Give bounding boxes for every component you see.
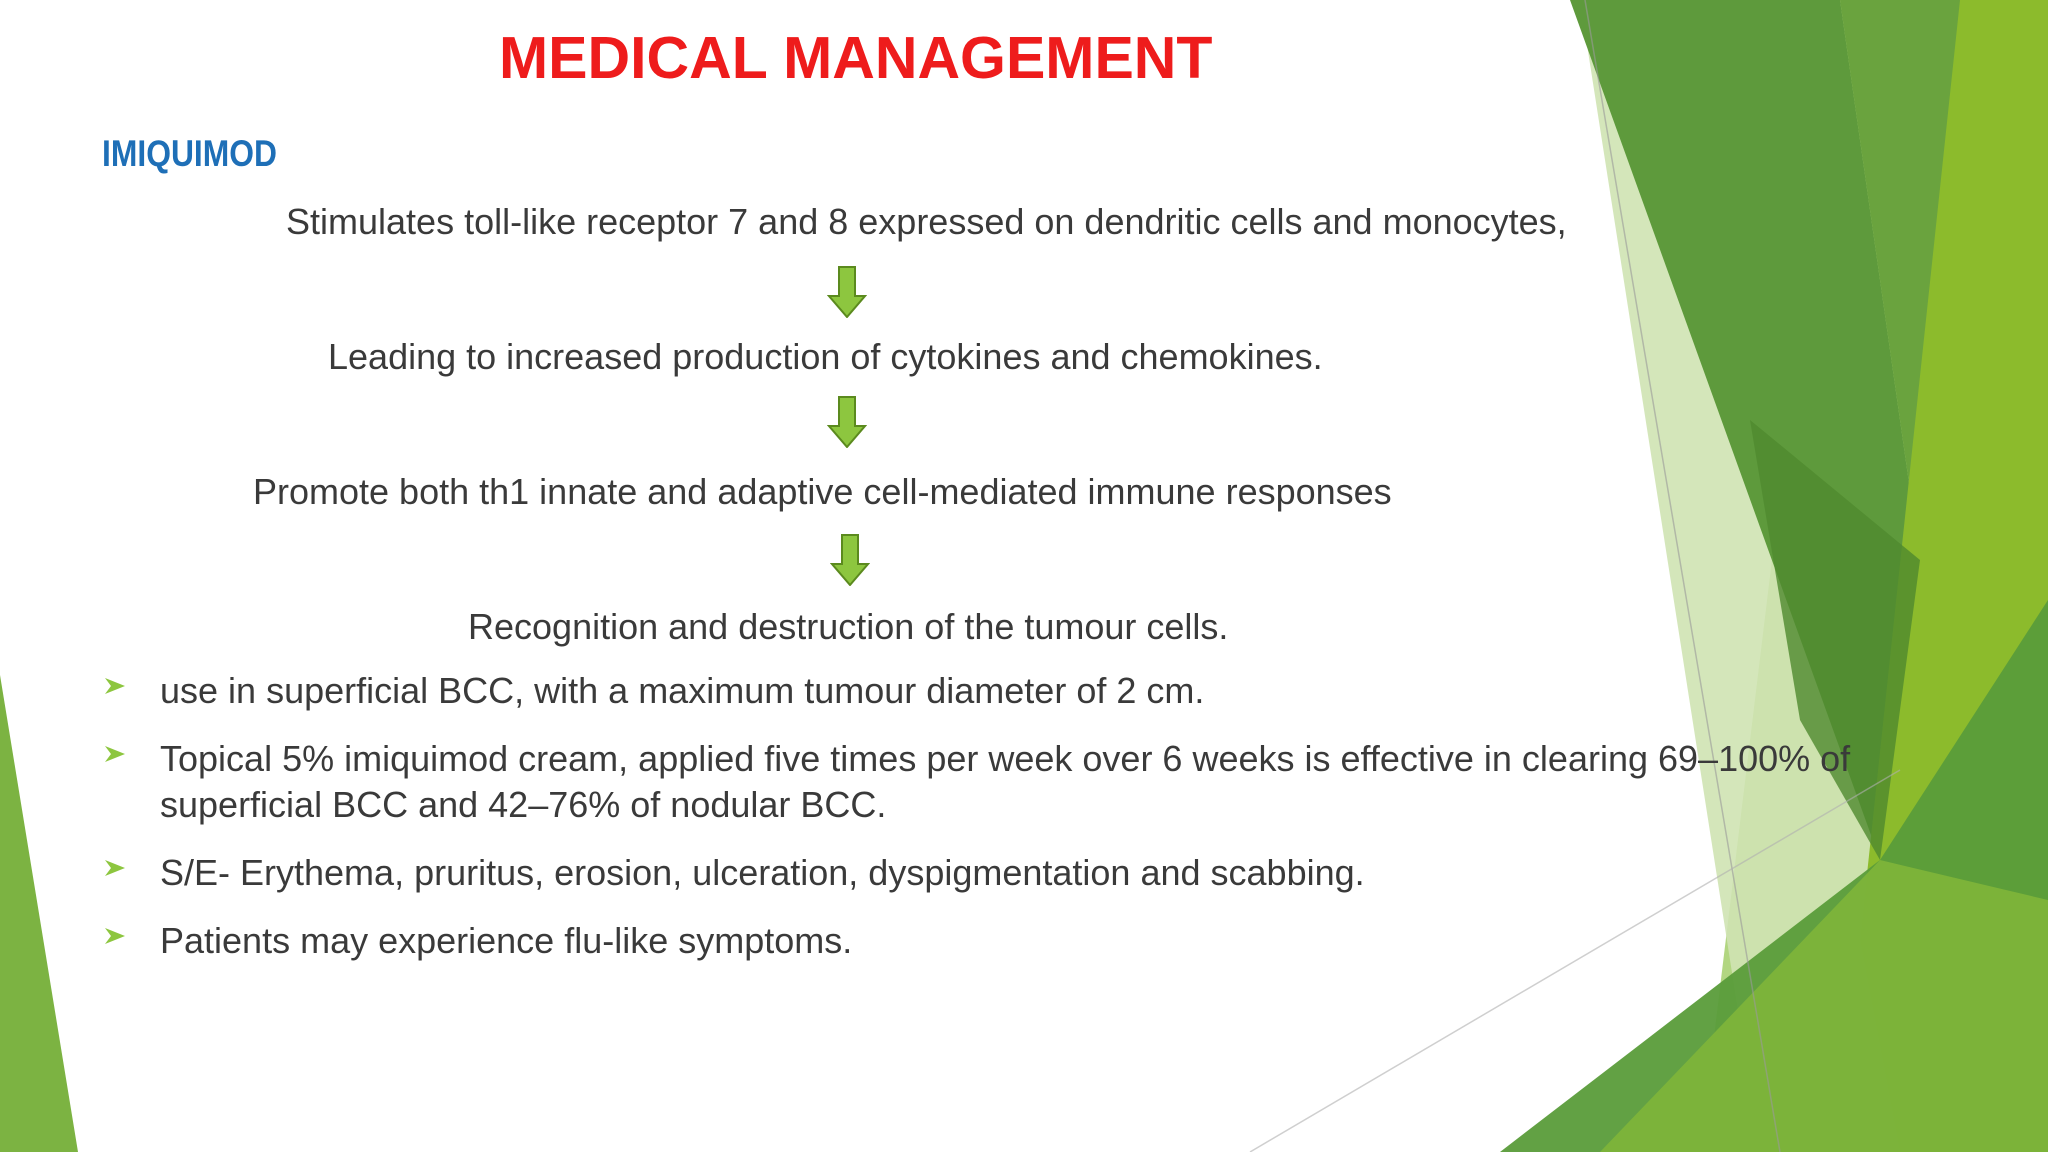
flow-step-2: Leading to increased production of cytok… (328, 336, 1323, 377)
arrowhead-bullet-icon (105, 678, 125, 694)
decor-line-2 (1249, 769, 1901, 1152)
bullet-text: Topical 5% imiquimod cream, applied five… (160, 738, 1851, 825)
arrowhead-bullet-icon (105, 928, 125, 944)
list-item: S/E- Erythema, pruritus, erosion, ulcera… (100, 850, 1940, 896)
list-item: Topical 5% imiquimod cream, applied five… (100, 736, 1940, 828)
flow-step-1: Stimulates toll-like receptor 7 and 8 ex… (286, 201, 1567, 242)
list-item: use in superficial BCC, with a maximum t… (100, 668, 1940, 714)
subheading-imiquimod: IMIQUIMOD (102, 133, 277, 174)
down-arrow-icon (827, 266, 867, 318)
flow-step-3: Promote both th1 innate and adaptive cel… (253, 471, 1392, 512)
bullet-text: use in superficial BCC, with a maximum t… (160, 670, 1205, 711)
bullet-text: Patients may experience flu-like symptom… (160, 920, 853, 961)
left-green-sliver (0, 675, 78, 1152)
arrowhead-bullet-icon (105, 746, 125, 762)
right-facet-lower-light (1600, 860, 2048, 1152)
down-arrow-icon (830, 534, 870, 586)
down-arrow-icon (827, 396, 867, 448)
slide-title: MEDICAL MANAGEMENT (499, 25, 1213, 91)
flow-step-4: Recognition and destruction of the tumou… (468, 606, 1229, 647)
arrowhead-bullet-icon (105, 860, 125, 876)
decor-line-1 (1584, 0, 1781, 1152)
right-facet-shadow (1750, 420, 1920, 860)
bullet-list: use in superficial BCC, with a maximum t… (100, 668, 1940, 986)
list-item: Patients may experience flu-like symptom… (100, 918, 1940, 964)
bullet-text: S/E- Erythema, pruritus, erosion, ulcera… (160, 852, 1365, 893)
